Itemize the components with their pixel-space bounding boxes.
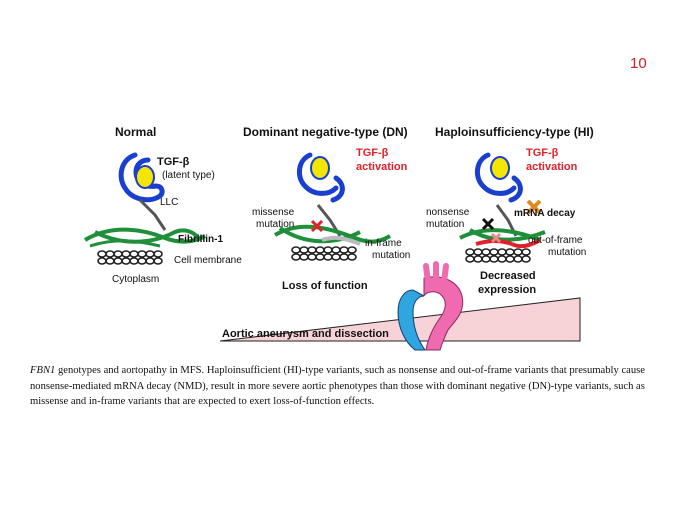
hi-result-label-1: Decreased	[480, 270, 536, 282]
out-of-frame-mark-icon	[490, 232, 502, 244]
cell-membrane	[291, 246, 357, 261]
activation-label: activation	[526, 161, 578, 173]
nonsense-mark-icon	[481, 217, 495, 231]
cell-membrane	[465, 248, 531, 263]
llc-shape	[508, 175, 523, 203]
tgf-beta-label: TGF-β	[526, 147, 559, 159]
fbn1-diagram: Normal TGF-β (latent type) LLC Fibrillin…	[83, 125, 594, 351]
fibrillin-label: Fibrillin-1	[178, 234, 223, 245]
tgf-beta-ball	[490, 156, 510, 180]
panel-normal-title: Normal	[115, 125, 156, 139]
panel-dn: Dominant negative-type (DN) TGF-β activa…	[243, 125, 410, 292]
out-of-frame-mutation-label: mutation	[548, 247, 586, 258]
inframe-mutation-label: mutation	[372, 250, 410, 261]
caption-text: genotypes and aortopathy in MFS. Haploin…	[30, 365, 645, 407]
fibrillin-fiber	[273, 224, 392, 244]
nonsense-mutation-label: mutation	[426, 219, 464, 230]
mrna-decay-label: mRNA decay	[514, 208, 576, 219]
tgf-beta-label: TGF-β	[157, 156, 190, 168]
mrna-decay-mark-icon	[526, 199, 542, 215]
activation-label: activation	[356, 161, 408, 173]
tgf-beta-label: TGF-β	[356, 147, 389, 159]
llc-shape	[330, 175, 345, 203]
fibrillin-fiber	[468, 228, 546, 242]
aortic-outcome-label: Aortic aneurysm and dissection	[222, 328, 389, 340]
missense-label: missense	[252, 207, 295, 218]
fibrillin-fiber	[89, 239, 161, 248]
llc-shape	[474, 152, 517, 196]
mutant-fibrillin-fiber	[511, 238, 542, 249]
nonsense-label: nonsense	[426, 207, 470, 218]
cytoplasm-label: Cytoplasm	[112, 274, 159, 285]
missense-mutation-label: mutation	[256, 219, 294, 230]
llc-tether	[138, 198, 167, 231]
tgf-beta-ball	[310, 156, 330, 180]
llc-shape	[296, 152, 339, 196]
panel-normal: Normal TGF-β (latent type) LLC Fibrillin…	[83, 125, 242, 285]
hi-result-label-2: expression	[478, 284, 536, 296]
cell-membrane-label: Cell membrane	[174, 255, 242, 266]
latent-type-label: (latent type)	[162, 170, 215, 181]
missense-mark-icon	[310, 219, 324, 233]
panel-dn-title: Dominant negative-type (DN)	[243, 125, 408, 139]
mutant-fibrillin-fiber	[321, 235, 361, 246]
fibrillin-fiber	[278, 226, 361, 244]
dn-result-label: Loss of function	[282, 280, 368, 292]
slide-number: 10	[630, 55, 647, 72]
llc-label: LLC	[160, 197, 178, 208]
inframe-label: in-frame	[365, 238, 402, 249]
tgf-beta-ball	[135, 165, 155, 189]
out-of-frame-label: out-of-frame	[528, 235, 583, 246]
panel-hi: Haploinsufficiency-type (HI) TGF-β activ…	[426, 125, 594, 296]
figure-caption: FBN1 genotypes and aortopathy in MFS. Ha…	[30, 363, 660, 410]
aorta-icon	[397, 261, 464, 351]
llc-shape	[118, 152, 165, 203]
panel-hi-title: Haploinsufficiency-type (HI)	[435, 125, 594, 139]
cell-membrane	[97, 250, 163, 265]
caption-gene: FBN1	[30, 365, 56, 376]
